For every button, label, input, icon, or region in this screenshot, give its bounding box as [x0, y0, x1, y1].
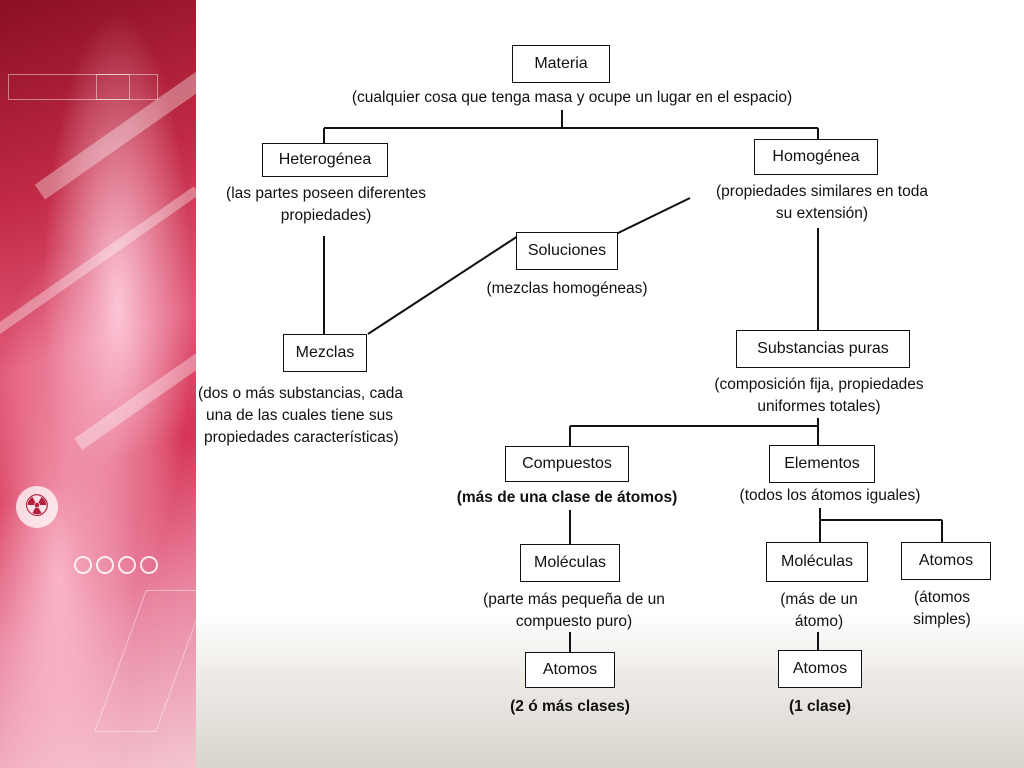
note-atomos-elemento: (1 clase): [788, 698, 852, 715]
note-atomos-simples-line-1: (átomos: [914, 589, 970, 606]
node-soluciones: Soluciones: [516, 232, 618, 270]
note-homogenea-line-2: su extensión): [775, 205, 869, 222]
note-materia: (cualquier cosa que tenga masa y ocupe u…: [351, 89, 793, 106]
node-substancias-puras: Substancias puras: [736, 330, 910, 368]
node-atomos-compuesto: Atomos: [525, 652, 615, 688]
note-atomos-simples-line-2: simples): [913, 611, 971, 628]
note-moleculas-elemento-line-2: átomo): [794, 613, 844, 630]
note-moleculas-compuesto-line-1: (parte más pequeña de un: [483, 591, 665, 608]
node-moleculas-elemento: Moléculas: [766, 542, 868, 582]
decorative-dots: [74, 556, 158, 574]
note-atomos-compuesto: (2 ó más clases): [510, 698, 630, 715]
note-mezclas-line-1: (dos o más substancias, cada: [198, 385, 404, 402]
note-moleculas-elemento-line-1: (más de un: [780, 591, 858, 608]
note-mezclas: (dos o más substancias, cada una de las …: [198, 383, 462, 449]
note-substancias-puras-line-1: (composición fija, propiedades: [714, 376, 924, 393]
node-atomos-simples: Atomos: [901, 542, 991, 580]
node-materia: Materia: [512, 45, 610, 83]
note-substancias-puras-line-2: uniformes totales): [757, 398, 881, 415]
decorative-floor: [196, 612, 1024, 768]
node-atomos-elemento: Atomos: [778, 650, 862, 688]
node-compuestos: Compuestos: [505, 446, 629, 482]
node-moleculas-compuesto: Moléculas: [520, 544, 620, 582]
node-homogenea: Homogénea: [754, 139, 878, 175]
note-elementos: (todos los átomos iguales): [739, 487, 921, 504]
radiation-icon: ☢: [16, 486, 58, 528]
note-homogenea-line-1: (propiedades similares en toda: [716, 183, 928, 200]
note-mezclas-line-2: una de las cuales tiene sus: [206, 407, 393, 424]
note-substancias-puras: (composición fija, propiedades uniformes…: [684, 374, 954, 418]
note-soluciones: (mezclas homogéneas): [486, 280, 648, 297]
node-elementos: Elementos: [769, 445, 875, 483]
note-moleculas-compuesto-line-2: compuesto puro): [515, 613, 633, 630]
note-heterogenea-line-1: (las partes poseen diferentes: [226, 185, 426, 202]
note-moleculas-elemento: (más de un átomo): [760, 589, 878, 633]
note-homogenea: (propiedades similares en toda su extens…: [688, 181, 956, 225]
note-mezclas-line-3: propiedades características): [204, 429, 399, 446]
note-heterogenea-line-2: propiedades): [280, 207, 372, 224]
note-atomos-simples: (átomos simples): [892, 587, 992, 631]
decorative-side-panel: ☢: [0, 0, 196, 768]
node-mezclas: Mezclas: [283, 334, 367, 372]
note-moleculas-compuesto: (parte más pequeña de un compuesto puro): [456, 589, 692, 633]
note-heterogenea: (las partes poseen diferentes propiedade…: [198, 183, 454, 227]
note-compuestos: (más de una clase de átomos): [456, 489, 678, 506]
node-heterogenea: Heterogénea: [262, 143, 388, 177]
